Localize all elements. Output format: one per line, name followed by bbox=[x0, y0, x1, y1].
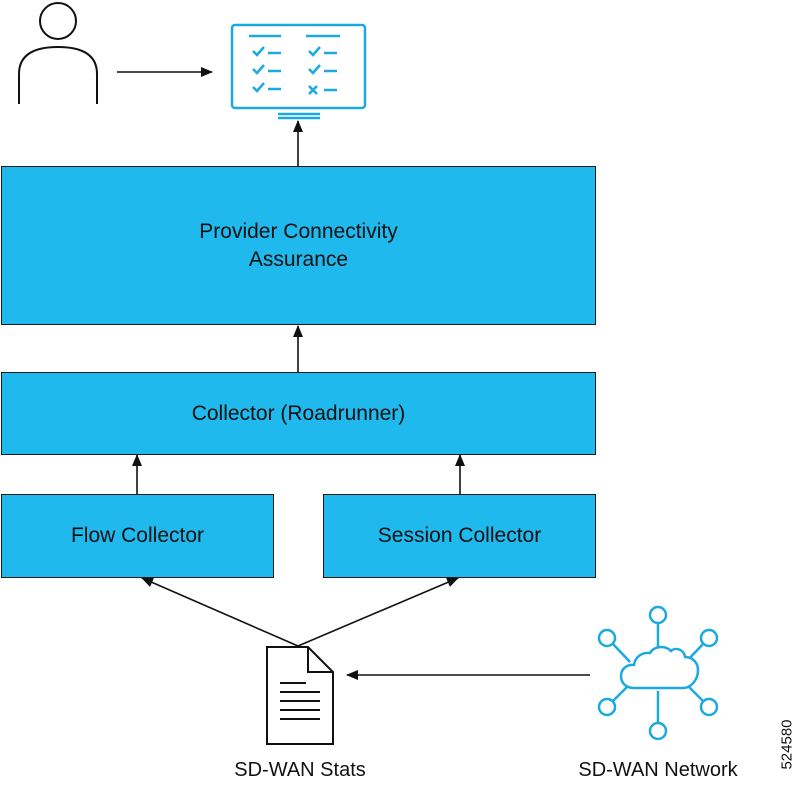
flow-collector-label: Flow Collector bbox=[70, 524, 205, 547]
sd-wan-network-caption: SD-WAN Network bbox=[578, 759, 738, 781]
provider-connectivity-assurance-label: Provider Connectivity Assurance bbox=[199, 219, 398, 271]
figure-number: 524580 bbox=[778, 719, 796, 770]
provider-connectivity-assurance-box: Provider Connectivity Assurance bbox=[1, 166, 596, 325]
collector-roadrunner-box: Collector (Roadrunner) bbox=[1, 372, 596, 455]
sd-wan-stats-caption: SD-WAN Stats bbox=[234, 759, 366, 781]
session-collector-box: Session Collector bbox=[323, 494, 596, 578]
cloud-network-icon bbox=[597, 605, 719, 741]
arrow-stats-to-flow bbox=[141, 577, 299, 647]
flow-collector-box: Flow Collector bbox=[1, 494, 274, 578]
user-icon bbox=[18, 2, 98, 104]
collector-roadrunner-label: Collector (Roadrunner) bbox=[191, 401, 406, 425]
document-icon bbox=[266, 646, 334, 745]
checklist-monitor-icon bbox=[230, 23, 367, 120]
session-collector-label: Session Collector bbox=[377, 524, 542, 547]
arrow-stats-to-session bbox=[297, 577, 459, 647]
